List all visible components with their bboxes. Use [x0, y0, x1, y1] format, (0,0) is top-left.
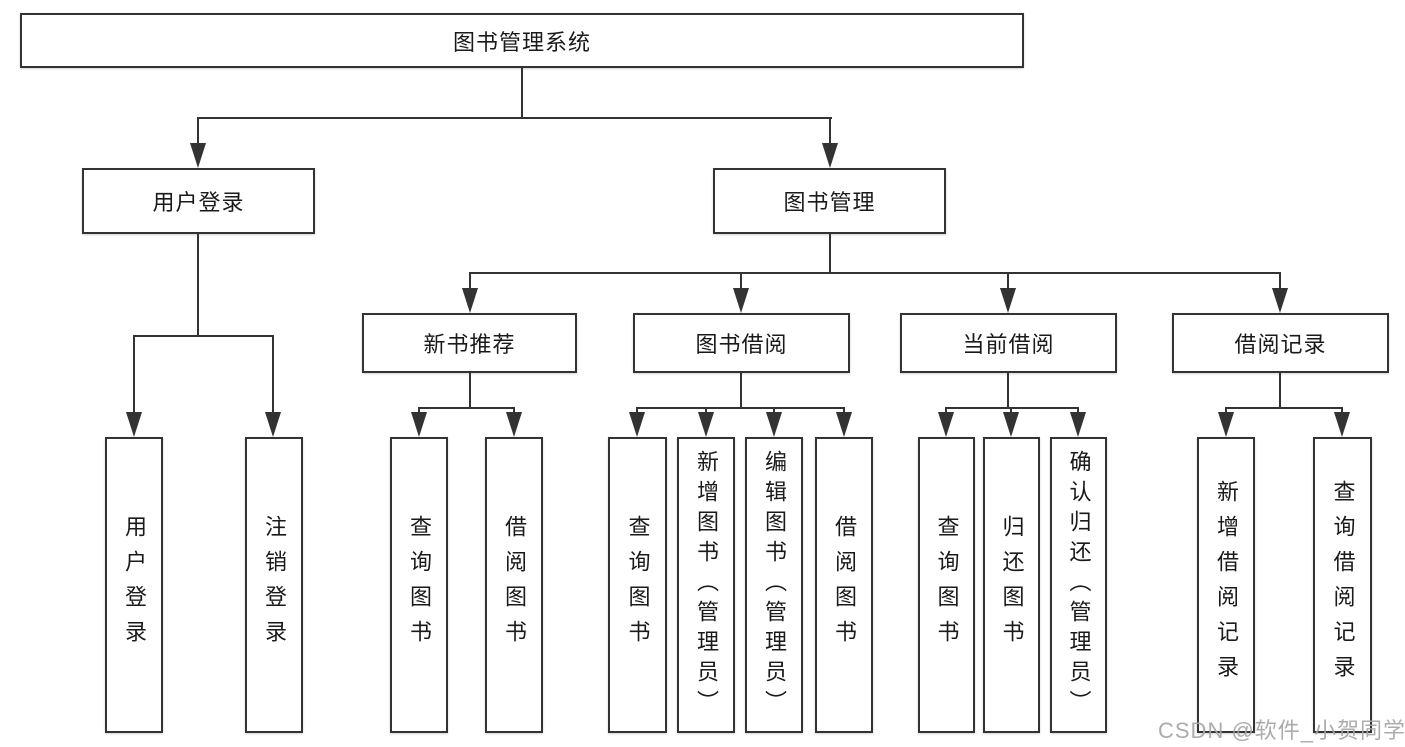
connector-section-stem	[469, 373, 471, 409]
node-user-login-label: 用户登录	[152, 190, 245, 215]
connector-section-split	[945, 407, 1079, 409]
leaf-edit-book-admin: 编辑图书（管理员）	[745, 437, 803, 733]
connector-drop-section	[740, 272, 742, 293]
arrowhead-icon	[265, 412, 281, 437]
leaf-user-login-label: 用户登录	[122, 515, 147, 655]
arrowhead-icon	[733, 288, 749, 313]
arrowhead-icon	[1000, 288, 1016, 313]
node-book-borrowing-label: 图书借阅	[695, 332, 788, 357]
arrowhead-icon	[1272, 288, 1288, 313]
connector-drop-book-management	[829, 117, 831, 148]
leaf-return-books: 归还图书	[983, 437, 1040, 733]
leaf-add-book-admin-label: 新增图书（管理员）	[694, 450, 719, 720]
connector-root-stem	[521, 68, 523, 119]
arrowhead-icon	[126, 412, 142, 437]
connector-section-stem	[740, 373, 742, 409]
leaf-logout-login: 注销登录	[245, 437, 303, 733]
node-user-login: 用户登录	[82, 168, 315, 234]
connector-section-stem	[1007, 373, 1009, 409]
leaf-confirm-return-admin: 确认归还（管理员）	[1050, 437, 1107, 733]
connector-drop-section	[1279, 272, 1281, 293]
connector-book-management-split	[469, 272, 1281, 274]
arrowhead-icon	[836, 412, 852, 437]
leaf-edit-book-admin-label: 编辑图书（管理员）	[762, 450, 787, 720]
arrowhead-icon	[1218, 412, 1234, 437]
node-root: 图书管理系统	[20, 13, 1024, 68]
node-book-management: 图书管理	[713, 168, 946, 234]
leaf-user-login: 用户登录	[105, 437, 163, 733]
leaf-confirm-return-admin-label: 确认归还（管理员）	[1066, 450, 1092, 720]
arrowhead-icon	[190, 143, 206, 168]
node-borrowing-records-label: 借阅记录	[1234, 332, 1327, 357]
leaf-add-borrow-record-label: 新增借阅记录	[1214, 480, 1239, 690]
connector-section-split	[1225, 407, 1342, 409]
leaf-borrow-books-recommend: 借阅图书	[485, 437, 543, 733]
arrowhead-icon	[506, 412, 522, 437]
leaf-borrow-books-recommend-label: 借阅图书	[502, 515, 527, 655]
connector-section-split	[418, 407, 515, 409]
leaf-query-borrow-record: 查询借阅记录	[1313, 437, 1372, 733]
leaf-borrow-books-borrowing: 借阅图书	[815, 437, 873, 733]
node-book-borrowing: 图书借阅	[633, 313, 850, 373]
arrowhead-icon	[938, 412, 954, 437]
arrowhead-icon	[1003, 412, 1019, 437]
arrowhead-icon	[1070, 412, 1086, 437]
connector-drop-leaf	[272, 335, 274, 417]
node-new-book-recommendation-label: 新书推荐	[423, 332, 516, 357]
connector-drop-section	[1007, 272, 1009, 293]
leaf-query-borrow-record-label: 查询借阅记录	[1330, 480, 1356, 690]
leaf-query-books-current-label: 查询图书	[934, 515, 960, 655]
connector-root-split	[197, 117, 832, 119]
arrowhead-icon	[698, 412, 714, 437]
connector-drop-leaf	[133, 335, 135, 417]
connector-section-stem	[1279, 373, 1281, 409]
arrowhead-icon	[629, 412, 645, 437]
leaf-query-books-borrowing: 查询图书	[608, 437, 667, 733]
connector-user-login-split	[133, 335, 274, 337]
leaf-add-borrow-record: 新增借阅记录	[1197, 437, 1255, 733]
leaf-logout-login-label: 注销登录	[262, 515, 287, 655]
arrowhead-icon	[1334, 412, 1350, 437]
leaf-query-books-borrowing-label: 查询图书	[625, 515, 651, 655]
node-book-management-label: 图书管理	[783, 190, 876, 215]
arrowhead-icon	[766, 412, 782, 437]
connector-user-login-stem	[197, 234, 199, 337]
connector-drop-section	[469, 272, 471, 293]
leaf-borrow-books-borrowing-label: 借阅图书	[832, 515, 857, 655]
leaf-query-books-recommend: 查询图书	[390, 437, 448, 733]
connector-section-split	[636, 407, 844, 409]
leaf-return-books-label: 归还图书	[999, 515, 1025, 655]
leaf-add-book-admin: 新增图书（管理员）	[677, 437, 735, 733]
node-new-book-recommendation: 新书推荐	[362, 313, 577, 373]
leaf-query-books-recommend-label: 查询图书	[407, 515, 432, 655]
csdn-watermark: CSDN @软件_小贺同学	[1158, 718, 1405, 743]
node-current-borrowing-label: 当前借阅	[962, 332, 1055, 357]
connector-book-management-stem	[829, 234, 831, 274]
arrowhead-icon	[462, 288, 478, 313]
node-current-borrowing: 当前借阅	[900, 313, 1117, 373]
connector-drop-user-login	[197, 117, 199, 148]
node-borrowing-records: 借阅记录	[1172, 313, 1389, 373]
leaf-query-books-current: 查询图书	[918, 437, 975, 733]
arrowhead-icon	[411, 412, 427, 437]
arrowhead-icon	[822, 143, 838, 168]
node-root-label: 图书管理系统	[452, 29, 591, 55]
